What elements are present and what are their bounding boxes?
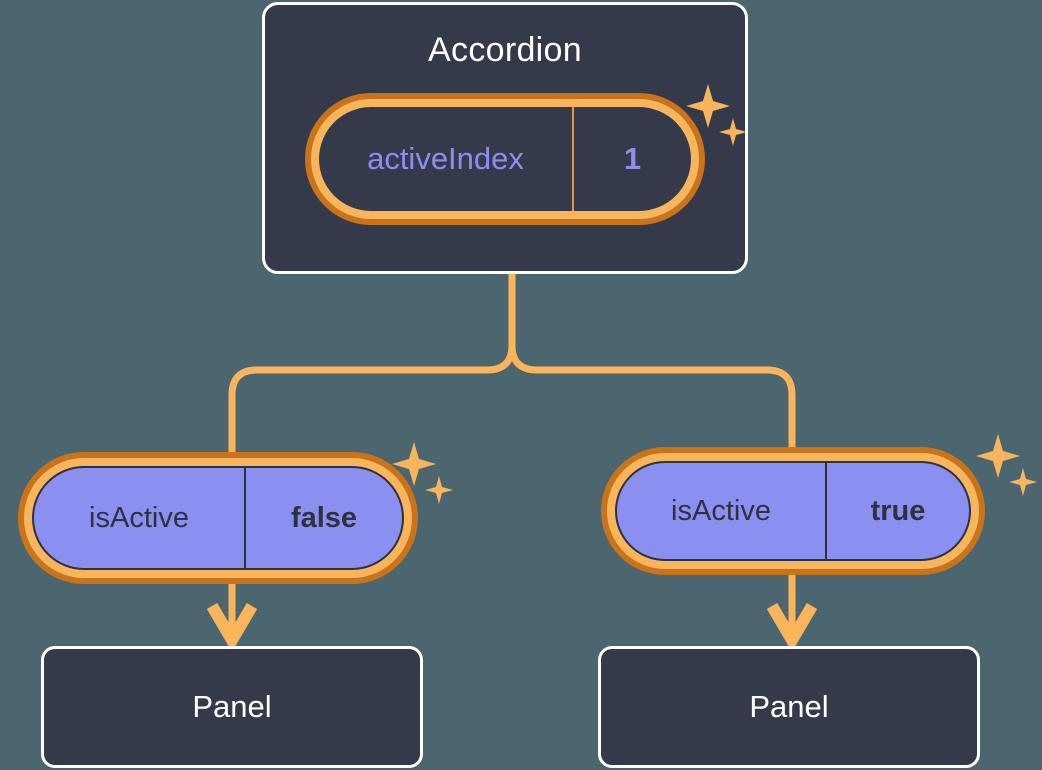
chip-key-label: isActive [34, 468, 246, 568]
prop-chip-isactive-false[interactable]: isActive false [18, 452, 418, 584]
chip-value-label: 1 [623, 141, 642, 176]
page-title: Accordion [428, 31, 582, 69]
arrow-down-icon-right [766, 602, 818, 652]
chip-content: isActive true [615, 461, 971, 561]
state-chip-activeindex[interactable]: activeIndex 1 [305, 93, 705, 225]
panel-component-card-right[interactable]: Panel [598, 646, 980, 768]
connector-branch-left [228, 344, 516, 452]
chip-key-label: isActive [617, 463, 827, 559]
chip-value-label: true [870, 494, 926, 527]
arrow-down-icon-left [206, 602, 258, 652]
connector-branch-right [508, 344, 796, 450]
chip-content: activeIndex 1 [319, 107, 691, 211]
prop-chip-isactive-true[interactable]: isActive true [601, 447, 985, 575]
sparkle-decoration-true-chip [976, 434, 1037, 496]
chip-content: isActive false [32, 466, 404, 570]
chip-key-label: activeIndex [319, 107, 574, 211]
panel-label: Panel [192, 689, 272, 724]
panel-label: Panel [749, 689, 829, 724]
sparkle-4point-small-icon [1009, 468, 1037, 496]
panel-component-card-left[interactable]: Panel [41, 646, 423, 768]
chip-value-label: false [290, 501, 358, 534]
sparkle-4point-small-icon [425, 476, 453, 504]
